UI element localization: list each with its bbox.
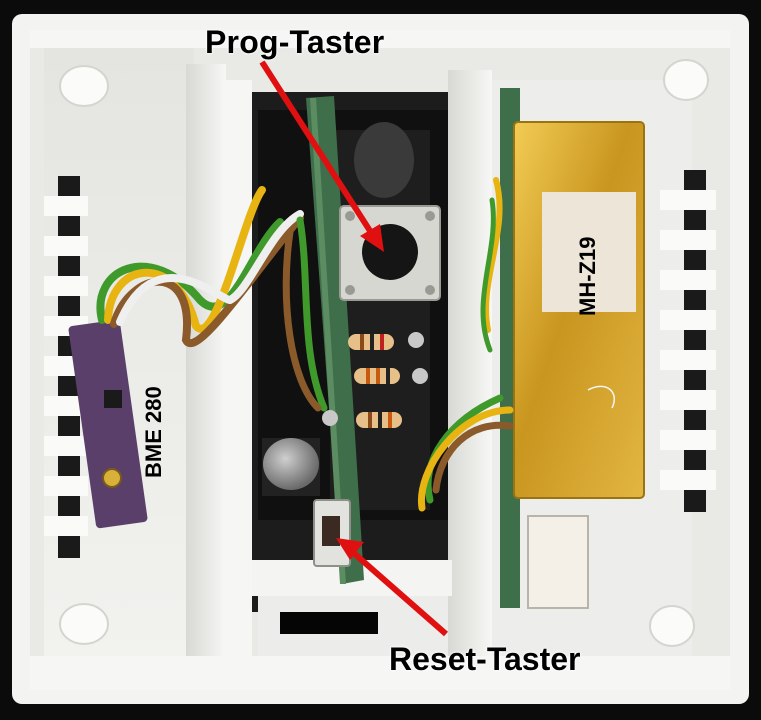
wires: [96, 177, 514, 512]
bme280-label: BME 280: [141, 386, 166, 478]
bme280-board: [68, 319, 148, 529]
right-vents: [684, 170, 706, 512]
prog-arrow: [259, 60, 375, 236]
prog-taster-label: Prog-Taster: [205, 24, 385, 60]
divider-wall-right: [448, 70, 492, 670]
capacitor: [262, 438, 320, 496]
vent-slot: [280, 612, 378, 634]
mhz19-label: MH-Z19: [575, 236, 600, 316]
prog-button: [339, 205, 441, 301]
reset-button: [313, 499, 351, 567]
divider-wall-left: [186, 64, 226, 664]
reset-arrow: [346, 545, 448, 637]
resistors: [322, 332, 428, 428]
left-vents: [58, 176, 80, 558]
reset-taster-label: Reset-Taster: [389, 641, 581, 677]
arrows: [259, 60, 448, 637]
pcb-strip: [306, 96, 364, 584]
mhz19-sensor: [500, 88, 645, 609]
